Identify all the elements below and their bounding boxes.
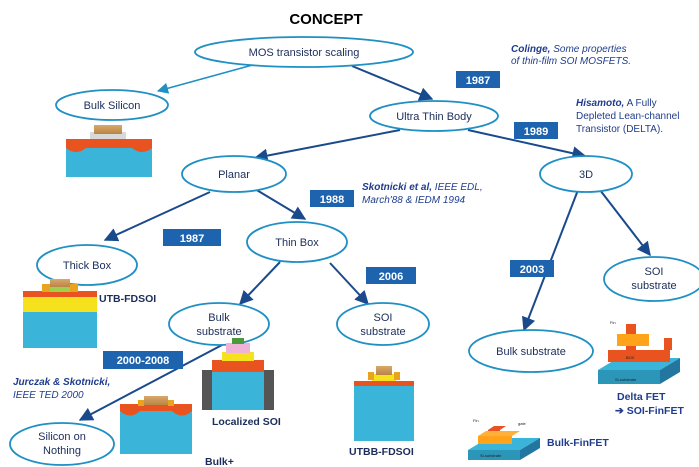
node-bulk-silicon: Bulk Silicon <box>55 89 169 121</box>
soi-substrate-3d-label-1: SOI <box>645 266 664 278</box>
node-3d: 3D <box>539 155 633 193</box>
svg-text:Transistor (DELTA).: Transistor (DELTA). <box>576 124 663 135</box>
soi-substrate-label-1: SOI <box>374 312 393 324</box>
utbb-fdsoi-device-image <box>354 366 414 441</box>
svg-text:1987: 1987 <box>466 75 490 87</box>
bulk-silicon-device-image <box>66 125 152 177</box>
arrow-bulk-son <box>78 344 223 421</box>
arrow-mos-utb <box>351 65 434 101</box>
year-badge-2000-2008: 2000-2008 <box>103 351 183 369</box>
node-planar: Planar <box>181 155 287 193</box>
svg-text:Jurczak & Skotnicki,: Jurczak & Skotnicki, <box>13 377 110 388</box>
node-thin-box: Thin Box <box>246 221 348 263</box>
delta-fet-device-image: Fin BOX Si-substrate <box>598 320 680 384</box>
reference-hisamoto: Hisamoto, A Fully Depleted Lean-channel … <box>576 98 679 135</box>
utb-fdsoi-device-image <box>23 279 97 348</box>
node-utb: Ultra Thin Body <box>369 100 499 132</box>
bulk-finfet-label: Bulk-FinFET <box>547 437 609 449</box>
arrow-thinbox-soi <box>329 262 369 306</box>
reference-jurczak: Jurczak & Skotnicki, IEEE TED 2000 <box>13 377 110 401</box>
bulk-silicon-label: Bulk Silicon <box>84 100 141 112</box>
soi-finfet-label: ➔ SOI-FinFET <box>615 405 684 417</box>
node-mos: MOS transistor scaling <box>194 36 414 68</box>
arrow-mos-bulk-silicon <box>156 63 257 94</box>
arrow-3d-soi <box>599 189 651 257</box>
node-son: Silicon on Nothing <box>9 422 115 466</box>
node-soi-substrate-3d: SOI substrate <box>603 256 699 302</box>
svg-text:2006: 2006 <box>379 271 403 283</box>
svg-text:of thin-film SOI MOSFETS.: of thin-film SOI MOSFETS. <box>511 56 631 67</box>
bulk-substrate-3d-label: Bulk substrate <box>496 346 566 358</box>
arrow-utb-planar <box>253 129 401 163</box>
delta-fet-substrate-label: Si-substrate <box>615 377 637 382</box>
connectors <box>78 63 651 421</box>
delta-fet-box-label: BOX <box>626 355 635 360</box>
node-bulk-substrate-3d: Bulk substrate <box>468 329 594 373</box>
son-label-2: Nothing <box>43 445 81 457</box>
thick-box-label: Thick Box <box>63 260 112 272</box>
planar-label: Planar <box>218 169 250 181</box>
year-badge-1987-a: 1987 <box>456 71 500 88</box>
node-thick-box: Thick Box <box>36 244 138 286</box>
localized-soi-label: Localized SOI <box>212 416 281 428</box>
bulk-finfet-gate-label: gate <box>518 421 527 426</box>
year-badge-1989: 1989 <box>514 122 558 139</box>
delta-fet-label: Delta FET <box>617 391 666 403</box>
3d-label: 3D <box>579 169 593 181</box>
bulk-plus-device-image <box>120 396 192 454</box>
utbb-fdsoi-label: UTBB-FDSOI <box>349 446 414 458</box>
soi-substrate-3d-label-2: substrate <box>631 280 676 292</box>
node-bulk-substrate: Bulk substrate <box>168 302 270 346</box>
arrow-thinbox-bulk <box>239 261 281 306</box>
arrow-planar-thickbox <box>103 191 211 242</box>
arrow-utb-3d <box>467 129 587 161</box>
bulk-finfet-device-image: Fin gate Si-substrate <box>468 418 540 460</box>
bulk-finfet-fin-label: Fin <box>473 418 479 423</box>
svg-text:2003: 2003 <box>520 264 544 276</box>
bulk-substrate-label-1: Bulk <box>208 312 230 324</box>
utb-fdsoi-label: UTB-FDSOI <box>99 293 156 305</box>
svg-text:IEEE TED 2000: IEEE TED 2000 <box>13 390 84 401</box>
year-badge-2006: 2006 <box>366 267 416 284</box>
reference-skotnicki: Skotnicki et al, IEEE EDL, March'88 & IE… <box>362 182 483 206</box>
utb-label: Ultra Thin Body <box>396 111 472 123</box>
svg-text:Skotnicki et al, IEEE EDL,: Skotnicki et al, IEEE EDL, <box>362 182 483 193</box>
delta-fet-fin-label: Fin <box>610 320 616 325</box>
svg-text:2000-2008: 2000-2008 <box>117 355 170 367</box>
localized-soi-device-image <box>202 338 274 410</box>
svg-text:Colinge, Some properties: Colinge, Some properties <box>511 44 627 55</box>
reference-colinge: Colinge, Some properties of thin-film SO… <box>511 44 631 67</box>
svg-text:Depleted Lean-channel: Depleted Lean-channel <box>576 111 679 122</box>
svg-text:March'88 & IEDM 1994: March'88 & IEDM 1994 <box>362 195 466 206</box>
svg-text:1988: 1988 <box>320 194 344 206</box>
diagram-title: CONCEPT <box>289 11 362 28</box>
soi-substrate-label-2: substrate <box>360 326 405 338</box>
svg-text:1989: 1989 <box>524 126 548 138</box>
svg-text:Hisamoto, A Fully: Hisamoto, A Fully <box>576 98 657 109</box>
year-badge-1987-b: 1987 <box>163 229 221 246</box>
year-badge-2003: 2003 <box>510 260 554 277</box>
bulk-finfet-substrate-label: Si-substrate <box>480 453 502 458</box>
bulk-plus-label: Bulk+ <box>205 456 234 467</box>
thin-box-label: Thin Box <box>275 237 319 249</box>
son-label-1: Silicon on <box>38 431 86 443</box>
bulk-substrate-label-2: substrate <box>196 326 241 338</box>
mos-label: MOS transistor scaling <box>249 47 360 59</box>
year-badge-1988: 1988 <box>310 190 354 207</box>
svg-text:1987: 1987 <box>180 233 204 245</box>
arrow-planar-thinbox <box>254 188 307 220</box>
node-soi-substrate: SOI substrate <box>336 302 430 346</box>
